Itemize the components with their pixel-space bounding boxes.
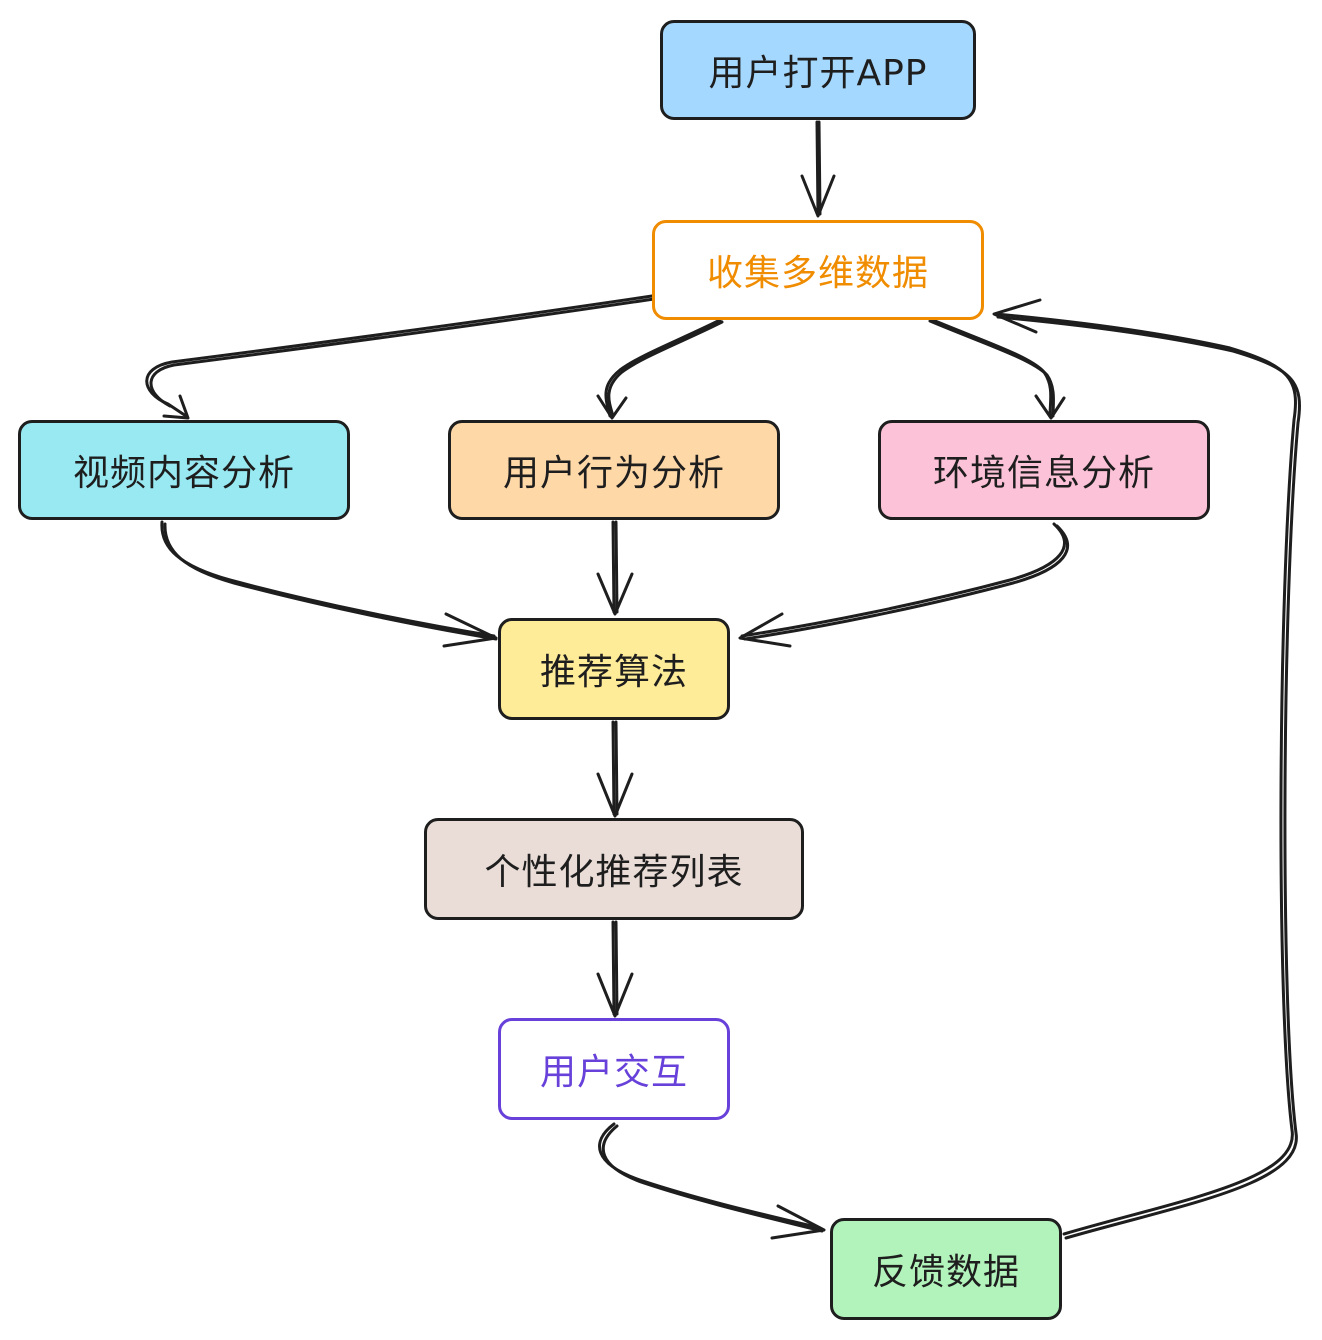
edge-list-to-interaction (596, 920, 634, 1018)
edge-video-to-algorithm (160, 520, 498, 648)
node-feedback-data-label: 反馈数据 (871, 1252, 1020, 1293)
edge-collect-to-environment (926, 316, 1066, 420)
node-behavior-analysis-label: 用户行为分析 (502, 453, 725, 494)
node-algorithm-label: 推荐算法 (539, 652, 688, 693)
node-recommend-list: 个性化推荐列表 (424, 818, 804, 920)
node-collect-data-label: 收集多维数据 (706, 253, 929, 294)
node-video-analysis-label: 视频内容分析 (72, 453, 295, 494)
edge-collect-to-behavior (596, 318, 724, 420)
node-recommend-list-label: 个性化推荐列表 (484, 852, 744, 893)
edge-environment-to-algorithm (738, 522, 1069, 648)
edge-behavior-to-algorithm (596, 520, 634, 616)
node-feedback-data: 反馈数据 (830, 1218, 1062, 1320)
edge-algorithm-to-list (596, 720, 634, 818)
node-open-app-label: 用户打开APP (708, 53, 928, 94)
edge-feedback-to-collect (992, 298, 1302, 1240)
node-user-interaction-label: 用户交互 (539, 1052, 688, 1093)
node-environment-analysis-label: 环境信息分析 (932, 453, 1155, 494)
node-collect-data: 收集多维数据 (652, 220, 984, 320)
node-video-analysis: 视频内容分析 (18, 420, 350, 520)
node-behavior-analysis: 用户行为分析 (448, 420, 780, 520)
node-open-app: 用户打开APP (660, 20, 976, 120)
node-environment-analysis: 环境信息分析 (878, 420, 1210, 520)
edge-interaction-to-feedback (598, 1122, 826, 1240)
node-algorithm: 推荐算法 (498, 618, 730, 720)
node-user-interaction: 用户交互 (498, 1018, 730, 1120)
edge-open-app-to-collect (800, 120, 836, 218)
edge-collect-to-video (145, 294, 656, 420)
